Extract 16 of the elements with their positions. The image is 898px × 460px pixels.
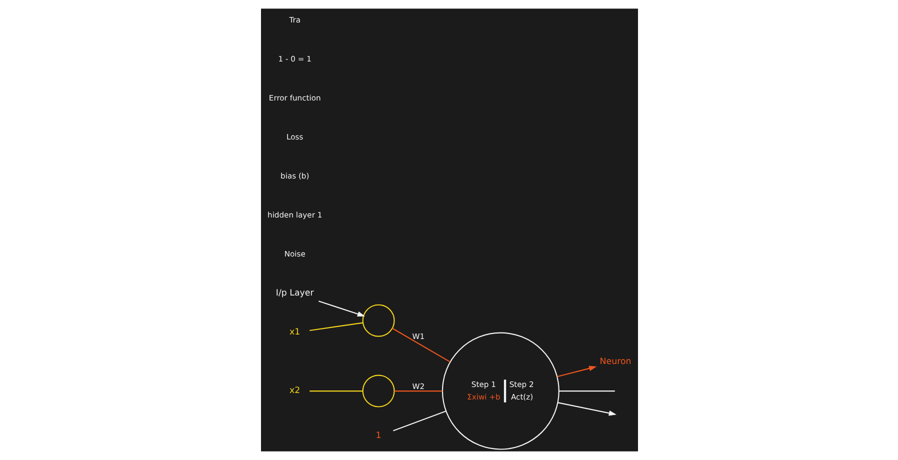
node-text: I/p Layer (275, 288, 314, 299)
arrow (318, 300, 365, 317)
node-text: x2 (289, 386, 300, 396)
node-circle (362, 374, 394, 408)
connector (309, 322, 362, 332)
arrow (557, 402, 616, 416)
node-text: 1 (375, 431, 381, 442)
node-text: x1 (289, 328, 300, 338)
node-text: Neuron (599, 356, 631, 367)
node-circle (362, 304, 394, 337)
connector (392, 328, 450, 362)
connector (394, 390, 442, 392)
connector (558, 390, 614, 392)
connector (309, 390, 362, 392)
connector (392, 410, 446, 432)
arrow (556, 366, 596, 378)
